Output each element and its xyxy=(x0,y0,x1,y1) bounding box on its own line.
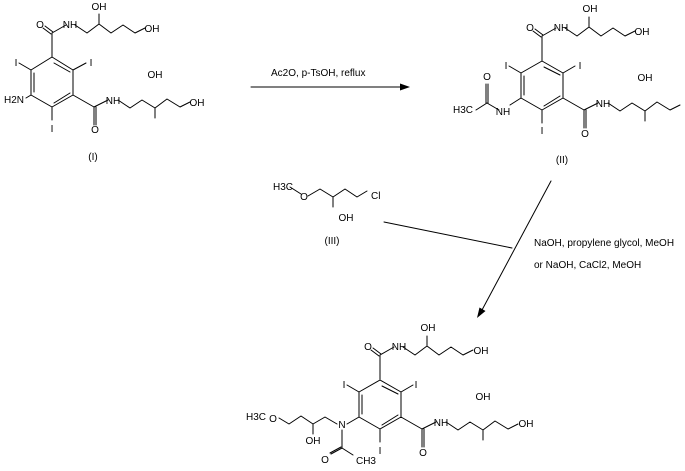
atom-oh: OH xyxy=(190,98,205,109)
atom-o: O xyxy=(36,20,44,31)
compound-I: O NH OH OH I I H2N I NH OH OH O (I) xyxy=(4,2,205,163)
atom-h2n: H2N xyxy=(4,95,24,106)
atom-oh: OH xyxy=(92,2,107,13)
atom-i: I xyxy=(579,61,582,72)
reagent-step-1: Ac2O, p-TsOH, reflux xyxy=(271,68,365,79)
atom-n: N xyxy=(338,420,345,431)
atom-oh: OH xyxy=(635,27,650,38)
reaction-step-1: Ac2O, p-TsOH, reflux xyxy=(250,68,410,91)
compound-III-bonds xyxy=(289,186,368,208)
atom-oh: OH xyxy=(583,4,598,15)
compound-I-bonds xyxy=(18,13,191,126)
compound-III-label: (III) xyxy=(325,236,340,247)
compound-II-label: (II) xyxy=(556,155,568,166)
reagent-step-2-line-1: NaOH, propylene glycol, MeOH xyxy=(534,238,674,249)
compound-II-bonds xyxy=(475,16,681,129)
atom-i: I xyxy=(15,58,18,69)
reagent-step-2-line-2: or NaOH, CaCl2, MeOH xyxy=(534,260,641,271)
atom-i: I xyxy=(379,446,382,457)
atom-oh: OH xyxy=(339,213,354,224)
atom-o: O xyxy=(321,455,329,466)
atom-ch3: CH3 xyxy=(356,456,376,467)
atom-oh: OH xyxy=(474,346,489,357)
arrow-head-icon xyxy=(477,307,486,318)
atom-nh: NH xyxy=(434,418,448,429)
product-bonds xyxy=(278,335,519,456)
atom-nh: NH xyxy=(392,342,406,353)
atom-nh: NH xyxy=(496,107,510,118)
compound-II: O NH OH OH I I O NH H3C I NH OH OH O (II… xyxy=(453,4,681,166)
atom-oh: OH xyxy=(638,73,653,84)
atom-oh: OH xyxy=(519,419,534,430)
atom-h3c: H3C xyxy=(453,105,473,116)
atom-oh: OH xyxy=(476,392,491,403)
atom-i: I xyxy=(541,126,544,137)
atom-i: I xyxy=(343,380,346,391)
atom-nh: NH xyxy=(63,20,77,31)
atom-oh: OH xyxy=(421,323,436,334)
atom-cl: Cl xyxy=(371,191,380,202)
atom-oh: OH xyxy=(306,436,321,447)
atom-i: I xyxy=(415,380,418,391)
atom-o: O xyxy=(581,129,589,140)
atom-o: O xyxy=(419,448,427,459)
compound-I-label: (I) xyxy=(88,152,97,163)
atom-h3c: H3C xyxy=(246,412,266,423)
atom-o: O xyxy=(364,342,372,353)
atom-nh: NH xyxy=(596,99,610,110)
reaction-arrow-2 xyxy=(481,180,552,311)
atom-i: I xyxy=(90,58,93,69)
atom-i: I xyxy=(505,61,508,72)
reagent-join-line xyxy=(383,221,513,249)
atom-o: O xyxy=(269,414,277,425)
atom-o: O xyxy=(526,23,534,34)
atom-oh: OH xyxy=(145,24,160,35)
arrow-head-icon xyxy=(400,83,410,91)
reaction-step-2: NaOH, propylene glycol, MeOH or NaOH, Ca… xyxy=(383,180,674,318)
atom-h3c: H3C xyxy=(273,182,293,193)
atom-i: I xyxy=(51,124,54,135)
atom-oh: OH xyxy=(148,70,163,81)
atom-nh: NH xyxy=(554,23,568,34)
atom-o: O xyxy=(91,125,99,136)
atom-o: O xyxy=(300,192,308,203)
atom-o: O xyxy=(483,72,491,83)
product-compound: O NH OH OH I I NH OH OH I O N O H3C OH O… xyxy=(246,323,534,467)
compound-III: H3C O Cl OH (III) xyxy=(273,182,380,247)
atom-nh: NH xyxy=(106,96,120,107)
